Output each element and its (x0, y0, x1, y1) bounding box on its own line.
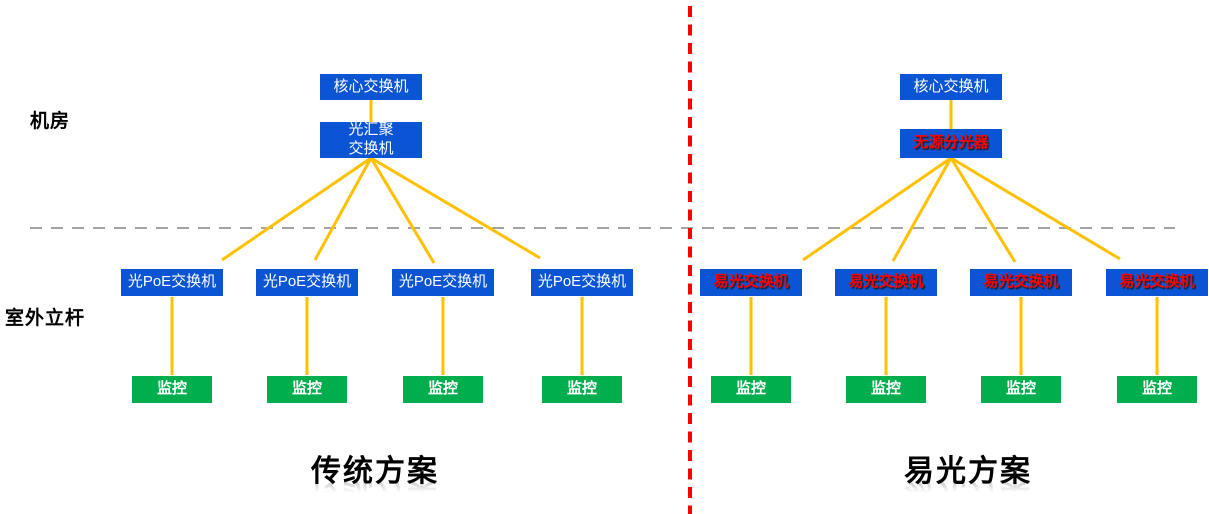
left-monitor-box-3: 监控 (403, 376, 483, 403)
left-monitor-box-2: 监控 (267, 376, 347, 403)
right-monitor-box-2: 监控 (846, 376, 926, 403)
zone-label-outdoor-pole: 室外立杆 (5, 308, 86, 329)
right-access-switch-box-3: 易光交换机 (970, 269, 1072, 296)
right-access-switch-box-2: 易光交换机 (835, 269, 937, 296)
right-scheme-links (749, 100, 1159, 375)
left-aggregation-switch-box: 光汇聚 交换机 (320, 121, 422, 158)
left-monitor-box-1: 监控 (132, 376, 212, 403)
right-monitor-box-1: 监控 (711, 376, 791, 403)
left-scheme-title: 传统方案 (311, 455, 439, 488)
right-access-switch-box-1: 易光交换机 (700, 269, 802, 296)
right-passive-splitter-box: 无源分光器 (900, 129, 1002, 158)
right-scheme-title: 易光方案 (904, 455, 1032, 488)
right-core-switch-box: 核心交换机 (900, 74, 1002, 100)
right-access-switch-box-4: 易光交换机 (1106, 269, 1208, 296)
left-access-switch-box-4: 光PoE交换机 (531, 269, 633, 296)
left-access-switch-box-3: 光PoE交换机 (392, 269, 494, 296)
zone-label-machine-room: 机房 (30, 111, 71, 132)
left-access-switch-box-1: 光PoE交换机 (121, 269, 223, 296)
left-core-switch-box: 核心交换机 (320, 74, 422, 100)
right-monitor-box-4: 监控 (1117, 376, 1197, 403)
right-monitor-box-3: 监控 (981, 376, 1061, 403)
left-scheme-links (170, 100, 584, 375)
left-monitor-box-4: 监控 (542, 376, 622, 403)
left-access-switch-box-2: 光PoE交换机 (256, 269, 358, 296)
